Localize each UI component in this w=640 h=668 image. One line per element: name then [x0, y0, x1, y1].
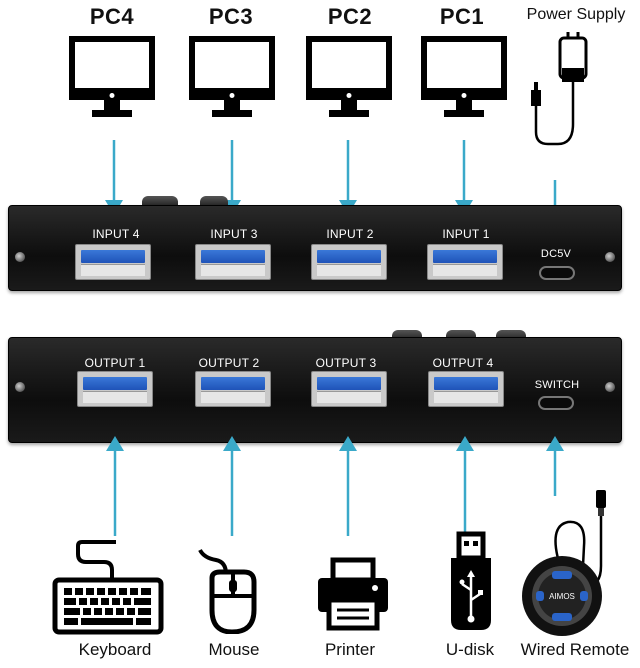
input2-label: INPUT 2 [326, 227, 374, 241]
pc3-label: PC3 [208, 4, 254, 29]
output2-usb-port[interactable] [195, 371, 271, 407]
keyboard-icon [52, 540, 164, 635]
monitor-icon [69, 36, 155, 117]
monitor-icon [421, 36, 507, 117]
power-supply-label: Power Supply [526, 6, 626, 23]
arrow-up-icon [339, 436, 357, 536]
dc5v-power-port[interactable] [539, 266, 575, 280]
pc4-label: PC4 [89, 4, 135, 29]
input1-label: INPUT 1 [442, 227, 490, 241]
switch-remote-port[interactable] [538, 396, 574, 410]
input3-label: INPUT 3 [210, 227, 258, 241]
output3-label: OUTPUT 3 [315, 356, 377, 370]
printer-label: Printer [324, 640, 376, 659]
power-adapter-icon [531, 32, 588, 146]
keyboard-label: Keyboard [78, 640, 152, 659]
pc2-label: PC2 [327, 4, 373, 29]
output4-usb-port[interactable] [428, 371, 504, 407]
wired-remote-label: Wired Remote [520, 640, 630, 659]
switch-label: SWITCH [534, 379, 580, 391]
arrow-up-icon [223, 436, 241, 536]
printer-icon [318, 557, 388, 631]
remote-logo-text: AIMOS [549, 592, 575, 601]
input1-usb-port[interactable] [427, 244, 503, 280]
output1-usb-port[interactable] [77, 371, 153, 407]
output2-label: OUTPUT 2 [198, 356, 260, 370]
input4-label: INPUT 4 [92, 227, 140, 241]
arrow-up-icon [546, 436, 564, 496]
pc1-label: PC1 [439, 4, 485, 29]
input4-usb-port[interactable] [75, 244, 151, 280]
usb-drive-icon [451, 531, 491, 630]
udisk-label: U-disk [445, 640, 495, 659]
kvm-switch-input-panel: INPUT 4 INPUT 3 INPUT 2 INPUT 1 DC5V [8, 205, 622, 291]
arrow-up-icon [456, 436, 474, 532]
monitor-icon [306, 36, 392, 117]
arrow-up-icon [106, 436, 124, 536]
input3-usb-port[interactable] [195, 244, 271, 280]
mouse-label: Mouse [208, 640, 260, 659]
output3-usb-port[interactable] [311, 371, 387, 407]
output4-label: OUTPUT 4 [432, 356, 494, 370]
screw [15, 252, 25, 262]
dc5v-label: DC5V [540, 248, 572, 260]
monitor-icon [189, 36, 275, 117]
mouse-icon [198, 548, 257, 634]
wired-remote-icon: AIMOS [522, 490, 606, 636]
kvm-switch-output-panel: OUTPUT 1 OUTPUT 2 OUTPUT 3 OUTPUT 4 SWIT… [8, 337, 622, 443]
output1-label: OUTPUT 1 [84, 356, 146, 370]
screw [605, 382, 615, 392]
screw [15, 382, 25, 392]
input2-usb-port[interactable] [311, 244, 387, 280]
screw [605, 252, 615, 262]
